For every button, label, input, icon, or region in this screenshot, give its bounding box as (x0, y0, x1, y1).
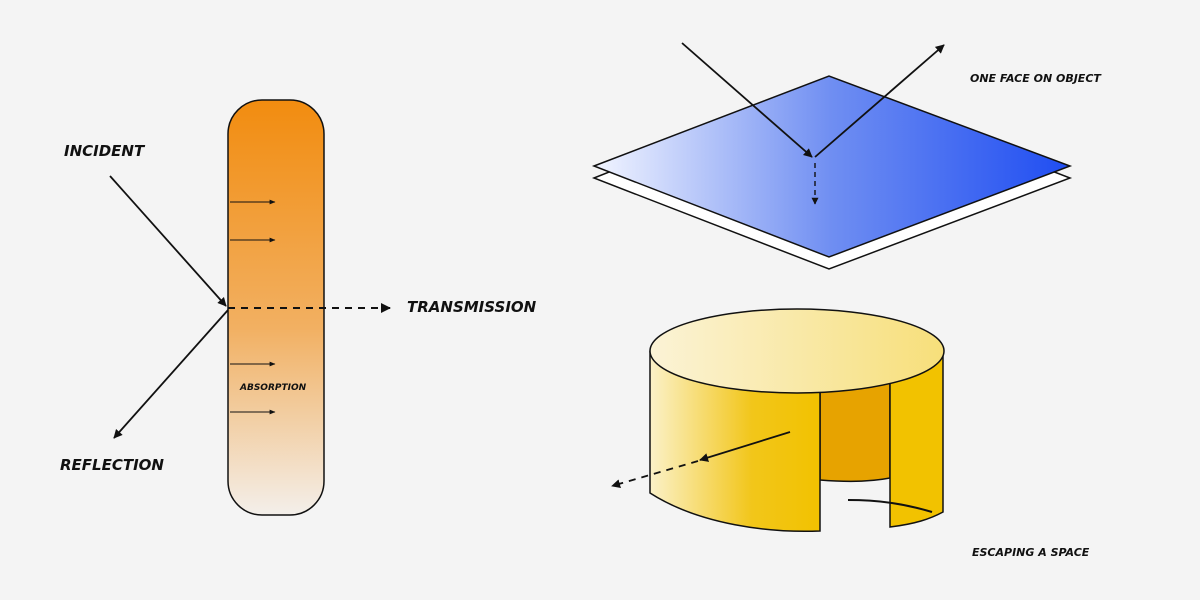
reflection-ray-group: REFLECTION (60, 309, 229, 474)
plane-incident-ray (681, 42, 813, 158)
incident-ray (109, 175, 227, 307)
plane-reflected-ray (814, 44, 945, 158)
transmission-label: TRANSMISSION (407, 298, 537, 316)
transmission-ray-group: TRANSMISSION (228, 298, 537, 316)
blue-face-plane (591, 75, 1073, 258)
escaping-label: ESCAPING A SPACE (972, 546, 1090, 559)
cylinder-inner-wall (819, 377, 891, 483)
cylinder-opening-edge (847, 499, 933, 513)
face-plane-group: ONE FACE ON OBJECT (591, 42, 1102, 270)
reflection-label: REFLECTION (60, 456, 164, 474)
cylinder-space-group: ESCAPING A SPACE (611, 308, 1090, 559)
one-face-label: ONE FACE ON OBJECT (970, 72, 1102, 85)
reflection-ray (113, 309, 229, 439)
incident-label: INCIDENT (64, 142, 146, 160)
incident-ray-group: INCIDENT (64, 142, 227, 307)
escaping-ray-dashed (611, 460, 699, 489)
absorption-label: ABSORPTION (239, 383, 307, 393)
escaping-ray-solid (699, 431, 791, 462)
cylinder-top-rim (649, 308, 945, 394)
